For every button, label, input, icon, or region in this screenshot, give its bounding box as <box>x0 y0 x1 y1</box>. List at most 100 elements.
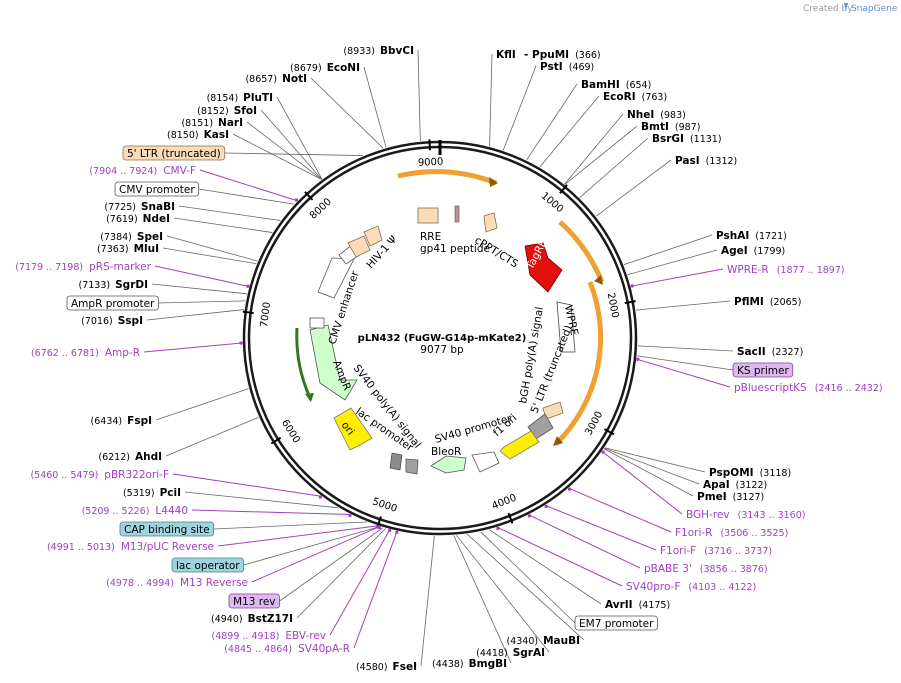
site-agei-leader <box>627 249 718 276</box>
primer-l4440-name: L4440 <box>155 505 188 517</box>
primer-m13-puc-reverse-name: M13/pUC Reverse <box>121 541 214 553</box>
primer-ebv-rev-name: EBV-rev <box>285 630 326 642</box>
site-bmgbi-position: (4438) <box>432 659 464 670</box>
primer-m13-reverse-position: (4978 .. 4994) <box>106 578 174 589</box>
feature-m13-rev-box <box>228 593 280 609</box>
feature-arcs <box>295 169 605 446</box>
site-pluti-leader <box>276 96 323 180</box>
tick-mark-4000 <box>507 512 514 524</box>
site-pasi-leader <box>595 159 672 217</box>
site-mlui-leader <box>162 247 257 265</box>
ampr-arrow <box>309 324 358 401</box>
site-maubi-name: MauBI <box>543 635 580 647</box>
primer-sv40pa-r-marker <box>395 530 399 534</box>
feature-ks-primer-box <box>732 362 794 378</box>
gp41-block <box>454 205 460 223</box>
primer-wpre-r-position: (1877 .. 1897) <box>777 265 845 276</box>
site-bmti-name: BmtI <box>641 121 669 133</box>
orf-arc-right-2 <box>554 281 604 446</box>
primer-pbluescriptks-marker <box>636 357 640 361</box>
tick-mark-3000 <box>603 428 615 436</box>
orf-arc-right-1 <box>558 220 605 283</box>
site-bbvci-leader <box>417 49 421 141</box>
primer-m13-reverse-name: M13 Reverse <box>180 577 248 589</box>
site-pspomi-position: (3118) <box>760 468 792 479</box>
site-sgrai-name: SgrAI <box>513 647 545 659</box>
tick-mark-1000 <box>559 184 568 194</box>
site-ecori-name: EcoRI <box>603 91 636 103</box>
site-pflmi-position: (2065) <box>770 297 802 308</box>
tick-mark-5000 <box>376 516 382 528</box>
site-snabi-leader <box>178 205 281 221</box>
primer-pbluescriptks-leader <box>636 358 731 388</box>
feature-ks-primer-leader <box>637 355 734 371</box>
primer-amp-r-leader <box>143 342 243 353</box>
primer-prs-marker-leader <box>154 265 249 287</box>
primer-pbabe-3-leader <box>528 514 641 569</box>
site-sfoi-name: SfoI <box>234 105 257 117</box>
primer-f1ori-r-marker <box>567 487 571 491</box>
site-bmti-position: (987) <box>675 122 701 133</box>
site-pmei-name: PmeI <box>697 491 727 503</box>
site-pmei-leader <box>603 448 694 497</box>
snapgene-watermark: Created by SnapGene <box>803 3 898 14</box>
f1-ori-arrow <box>499 430 540 460</box>
site-maubi-position: (4340) <box>506 636 538 647</box>
tick-mark-9000 <box>428 139 431 151</box>
primer-bgh-rev-name: BGH-rev <box>686 509 730 521</box>
site-spei-name: SpeI <box>137 231 163 243</box>
site-mlui-name: MluI <box>134 243 159 255</box>
primer-sv40pa-r-leader <box>353 531 398 649</box>
plasmid-length: 9077 bp <box>420 344 464 356</box>
gp41-label: gp41 peptide <box>420 243 490 255</box>
site-nhei-name: NheI <box>627 109 654 121</box>
primer-ebv-rev-leader <box>329 529 391 636</box>
primer-sv40pro-f-name: SV40pro-F <box>626 581 680 593</box>
primer-f1ori-f-name: F1ori-F <box>660 545 696 557</box>
primer-m13-puc-reverse-leader <box>217 525 378 547</box>
cppt-block <box>483 212 498 233</box>
primer-f1ori-r-name: F1ori-R <box>675 527 712 539</box>
site-nhei-position: (983) <box>660 110 686 121</box>
primer-cmv-f-marker <box>295 198 299 202</box>
site-bmgbi-leader <box>453 535 512 664</box>
site-bsrgi-leader <box>579 137 649 198</box>
site-econi-position: (8679) <box>290 63 322 74</box>
primer-m13-reverse-marker <box>377 526 381 530</box>
primer-amp-r-position: (6762 .. 6781) <box>31 348 99 359</box>
ampr-green-arc <box>295 327 313 401</box>
ampr-promoter-block <box>309 317 325 329</box>
site-sacii-leader <box>637 345 734 352</box>
primer-wpre-r-leader <box>631 268 724 287</box>
primer-pbr322ori-f-marker <box>318 495 322 499</box>
feature-5-ltr-truncated-box <box>122 145 226 161</box>
primer-wpre-r-marker <box>630 284 634 288</box>
site-fspi-name: FspI <box>127 415 152 427</box>
site-pcii-position: (5319) <box>123 488 155 499</box>
site-psti-position: (469) <box>569 62 595 73</box>
tick-label-6000: 6000 <box>279 418 302 445</box>
primer-wpre-r-name: WPRE-R <box>727 264 769 276</box>
primer-amp-r-name: Amp-R <box>105 347 140 359</box>
site-agei-position: (1799) <box>754 246 786 257</box>
site-spei-position: (7384) <box>100 232 132 243</box>
primer-cmv-f-leader <box>199 169 298 202</box>
primer-f1ori-f-marker <box>544 504 548 508</box>
site-kasi-leader <box>232 133 322 180</box>
site-apai-position: (3122) <box>736 480 768 491</box>
lac-promoter-block <box>389 452 403 471</box>
site-spei-leader <box>166 235 258 262</box>
site-pasi-name: PasI <box>675 155 700 167</box>
site-ppumi-position: (366) <box>575 50 601 61</box>
tagrfp-arrow <box>524 242 563 293</box>
feature-cmv-promoter-leader <box>198 188 295 205</box>
site-kasi-name: KasI <box>204 129 229 141</box>
site-bmgbi-name: BmgBI <box>469 658 507 670</box>
primer-cmv-f-position: (7904 .. 7924) <box>89 166 157 177</box>
site-bstz17i-name: BstZ17I <box>248 613 293 625</box>
primer-ebv-rev-marker <box>388 529 392 533</box>
orf-arc-right-2-arrow-icon <box>553 436 563 446</box>
primer-ebv-rev-position: (4899 .. 4918) <box>212 631 280 642</box>
feature-em7-promoter-box <box>574 615 658 631</box>
